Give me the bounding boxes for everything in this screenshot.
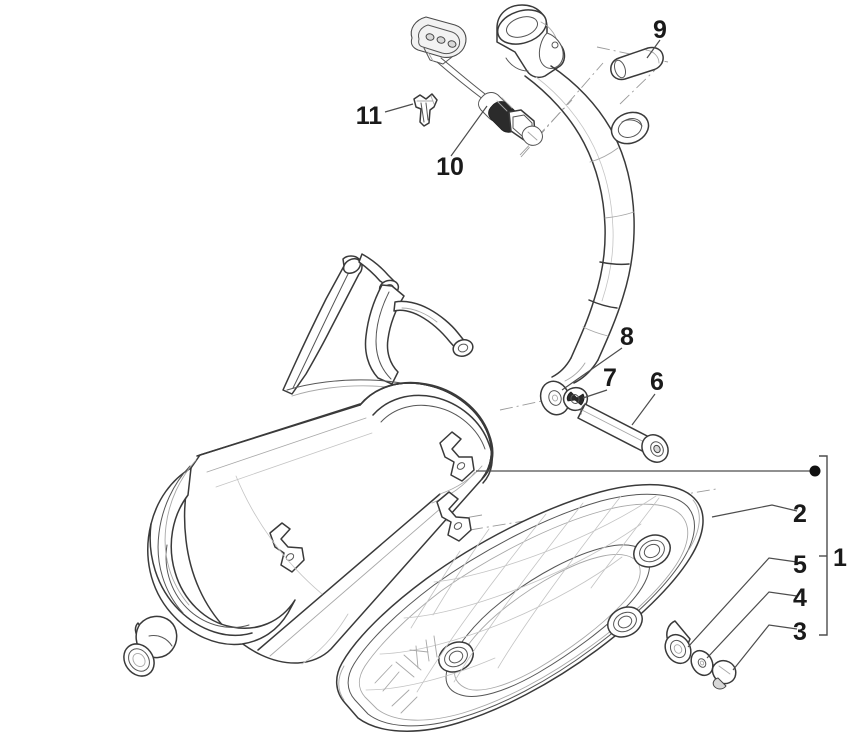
leader-lines bbox=[384, 39, 828, 671]
tailpipe-outlet bbox=[123, 615, 178, 677]
callout-label-5: 5 bbox=[793, 551, 807, 579]
exhaust-header-pipe bbox=[496, 4, 650, 384]
callout-labels: 1 2 3 4 5 6 7 8 9 10 11 bbox=[356, 16, 847, 646]
part-10-oxygen-sensor bbox=[410, 16, 543, 146]
callout-label-7: 7 bbox=[603, 364, 617, 392]
silencer-body bbox=[123, 381, 494, 677]
heat-shield-marking bbox=[374, 635, 438, 714]
heat-shield-boss-1 bbox=[633, 534, 671, 568]
callout-label-9: 9 bbox=[653, 16, 667, 44]
callout-label-6: 6 bbox=[650, 368, 664, 396]
part-11-cable-clip bbox=[413, 93, 438, 127]
callout-label-1: 1 bbox=[833, 544, 847, 572]
callout-label-8: 8 bbox=[620, 323, 634, 351]
heat-shield-boss-2 bbox=[607, 606, 643, 638]
part-5-spacer-bush bbox=[664, 620, 692, 665]
callout-label-3: 3 bbox=[793, 618, 807, 646]
silencer-mounting-bracket bbox=[282, 253, 474, 403]
part-3-screw bbox=[711, 659, 737, 690]
part-2-heat-shield bbox=[336, 483, 704, 732]
heat-shield-mount-tab-2 bbox=[439, 431, 475, 482]
callout-label-10: 10 bbox=[436, 153, 464, 181]
part-9-pipe-bush bbox=[610, 46, 664, 81]
callout-label-4: 4 bbox=[793, 584, 807, 612]
callout-label-2: 2 bbox=[793, 500, 807, 528]
part-6-hex-socket-bolt bbox=[577, 403, 669, 463]
callout-label-11: 11 bbox=[356, 102, 383, 130]
part-7-lock-nut bbox=[562, 386, 589, 412]
leader-endpoint-dot bbox=[809, 465, 821, 477]
heat-shield-mount-tab-3 bbox=[436, 491, 472, 542]
